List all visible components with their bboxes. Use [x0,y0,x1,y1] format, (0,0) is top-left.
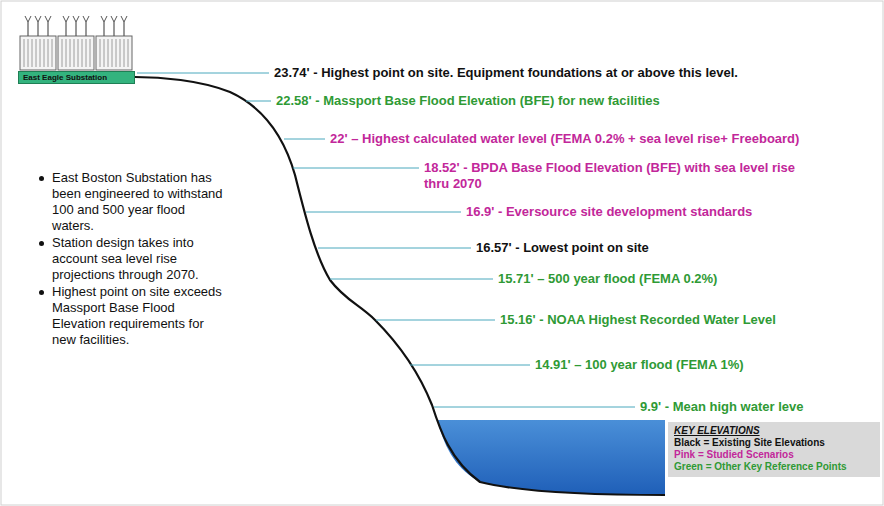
leader-line [376,320,495,321]
bullet-item: East Boston Substation has been engineer… [36,170,228,234]
bushing-top [73,16,79,22]
reference-elevation-label: 15.16' - NOAA Highest Recorded Water Lev… [500,312,790,328]
leader-line [306,212,461,213]
bushing [47,22,48,36]
bushing [37,22,38,36]
bushing [85,22,86,36]
bullet-item: Highest point on site exceeds Massport B… [36,284,228,348]
cooling-fin [128,39,129,67]
bullet-text: Highest point on site exceeds Massport B… [52,284,222,347]
cooling-fin [24,39,25,67]
bushing [75,22,76,36]
transformer-body [20,36,56,70]
leader-line [410,365,530,366]
bushing [103,22,104,36]
legend-box: KEY ELEVATIONSBlack = Existing Site Elev… [668,422,880,477]
transformer-icons [20,16,132,70]
bullet-dot [39,241,44,246]
bullet-dot [39,290,44,295]
cooling-fin [74,39,75,67]
cooling-fin [66,39,67,67]
bullet-text: Station design takes into account sea le… [52,235,199,282]
scenario-elevation-label: 22' – Highest calculated water level (FE… [330,131,878,147]
cooling-fin [78,39,79,67]
bushing-top [35,16,41,22]
legend-entry: Black = Existing Site Elevations [674,437,874,449]
scenario-elevation-label: 16.9' - Eversource site development stan… [466,204,752,220]
cooling-fin [48,39,49,67]
bushing-top [83,16,89,22]
bushing-top [111,16,117,22]
legend-entry: Pink = Studied Scenarios [674,449,874,461]
legend-entry: Green = Other Key Reference Points [674,461,874,473]
cooling-fin [28,39,29,67]
bullet-item: Station design takes into account sea le… [36,235,228,283]
cooling-fin [116,39,117,67]
legend-entry: KEY ELEVATIONS [674,425,874,437]
bullet-list: East Boston Substation has been engineer… [36,170,228,349]
reference-elevation-label: 14.91' – 100 year flood (FEMA 1%) [535,357,744,373]
bullet-text: East Boston Substation has been engineer… [52,170,223,233]
transformer-unit [20,16,56,70]
cooling-fin [36,39,37,67]
bushing [123,22,124,36]
bushing [65,22,66,36]
substation-bar: East Eagle Substation [18,71,135,84]
leader-line [137,73,269,74]
cooling-fin [40,39,41,67]
leader-line [293,168,419,169]
station-name: East Eagle Substation [23,73,107,83]
bushing-top [63,16,69,22]
transformer-unit [58,16,94,70]
cooling-fin [104,39,105,67]
bushing-top [101,16,107,22]
cooling-fin [86,39,87,67]
reference-elevation-label: 15.71' – 500 year flood (FEMA 0.2%) [498,271,717,287]
bushing-top [45,16,51,22]
bushing [27,22,28,36]
transformer-body [58,36,94,70]
leader-line [330,279,493,280]
bushing [113,22,114,36]
water-body [437,420,665,495]
transformer-unit [96,16,132,70]
cooling-fin [82,39,83,67]
reference-elevation-label: 9.9' - Mean high water leve [640,399,803,415]
cooling-fin [120,39,121,67]
leader-line [246,101,271,102]
cooling-fin [62,39,63,67]
cooling-fin [108,39,109,67]
bushing-top [25,16,31,22]
bushing-top [121,16,127,22]
cooling-fin [90,39,91,67]
transformer-body [96,36,132,70]
cooling-fin [44,39,45,67]
cooling-fin [52,39,53,67]
reference-elevation-label: 22.58' - Massport Base Flood Elevation (… [276,93,660,109]
site-elevation-label: 16.57' - Lowest point on site [476,240,649,256]
cooling-fin [100,39,101,67]
cooling-fin [112,39,113,67]
leader-line [284,139,325,140]
site-elevation-label: 23.74' - Highest point on site. Equipmen… [274,65,738,81]
cooling-fin [124,39,125,67]
cooling-fin [32,39,33,67]
bullet-dot [39,176,44,181]
leader-line [434,407,635,408]
leader-line [318,248,471,249]
scenario-elevation-label: 18.52' - BPDA Base Flood Elevation (BFE)… [424,160,804,192]
cooling-fin [70,39,71,67]
